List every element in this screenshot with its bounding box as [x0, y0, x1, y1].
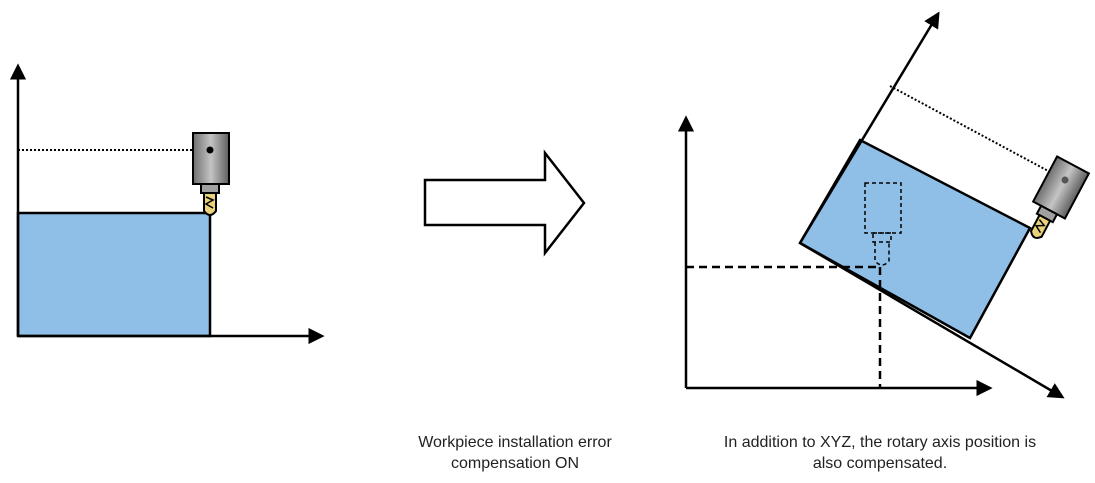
right-arrow-icon: [423, 149, 586, 257]
left-workpiece: [16, 211, 212, 338]
right-diagram: [677, 11, 1091, 399]
right-caption: In addition to XYZ, the rotary axis posi…: [665, 432, 1095, 474]
right-caption-line2: also compensated.: [812, 455, 948, 472]
rotated-tool-height-line: [889, 85, 1066, 181]
rotated-y-axis: [798, 11, 940, 244]
left-caption: Workpiece installation error compensatio…: [350, 432, 680, 474]
tool-spindle-icon: [192, 132, 230, 216]
right-workpiece: [798, 138, 1032, 340]
left-caption-line2: compensation ON: [450, 455, 580, 472]
left-caption-line1: Workpiece installation error: [418, 434, 612, 451]
ghost-tool-icon: [864, 182, 902, 266]
right-caption-line1: In addition to XYZ, the rotary axis posi…: [723, 434, 1037, 451]
rotated-tool-spindle-icon: [1030, 155, 1091, 239]
left-diagram: [9, 63, 325, 345]
